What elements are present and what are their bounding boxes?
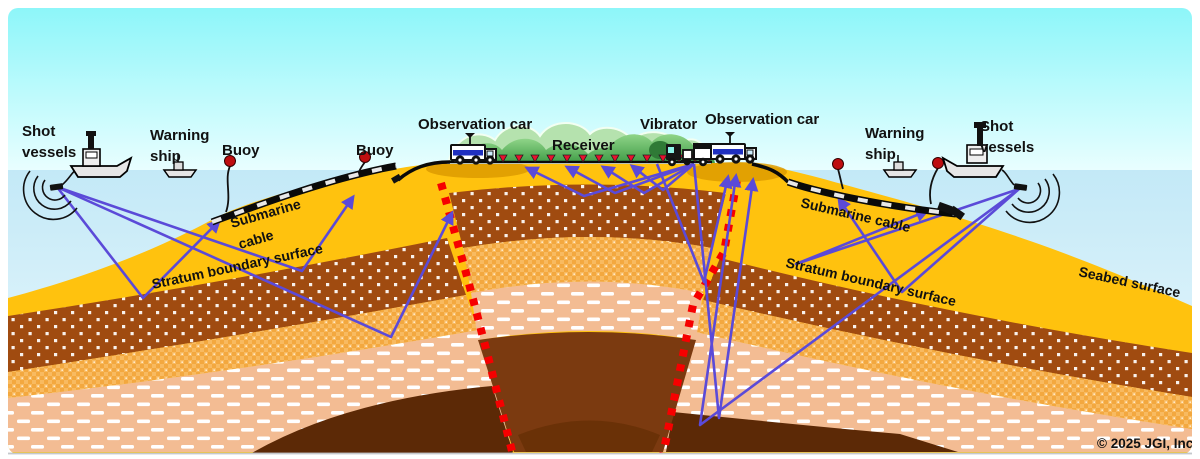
seismic-ray [524, 162, 695, 198]
buoy-icon-right-inner [832, 158, 844, 190]
label-receiver: Receiver [552, 137, 615, 154]
label-shot-vessels-left: Shot [22, 123, 55, 140]
seismic-ray [692, 163, 759, 420]
label-warning-ship-right-2: ship [865, 146, 896, 163]
seismic-ray [837, 188, 1020, 294]
bush-icon [649, 141, 671, 159]
label-observation-car-left: Observation car [418, 116, 532, 133]
buoy-icon-left-inner [358, 151, 371, 173]
seismic-ray [655, 163, 733, 284]
shot-vessel-icon-left [22, 131, 133, 221]
warning-ship-icon-left [162, 155, 198, 178]
label-shot-vessels-right: Shot [980, 118, 1013, 135]
seismic-ray [629, 163, 695, 192]
label-shot-vessels-left-2: vessels [22, 144, 76, 161]
sonar-waves-icon [22, 170, 78, 221]
label-vibrator: Vibrator [640, 116, 697, 133]
seismic-ray [56, 185, 454, 339]
seismic-ray [600, 162, 695, 195]
buoy-icon-right-outer [929, 157, 944, 205]
label-observation-car-right: Observation car [705, 111, 819, 128]
copyright-notice: © 2025 JGI, Inc. [1097, 436, 1197, 451]
towed-source-icon [1013, 183, 1028, 191]
strata-right [663, 258, 1192, 452]
sonar-waves-icon [1005, 173, 1061, 224]
label-buoy-left-inner: Buoy [356, 142, 394, 159]
ship-hull [69, 156, 133, 178]
label-buoy-left-outer: Buoy [222, 142, 260, 159]
bottom-border [8, 452, 1192, 455]
shot-vessel-icon-right [941, 122, 1061, 224]
towed-source-icon [49, 183, 64, 191]
strata-center [449, 184, 726, 452]
ship-hull [941, 156, 1005, 178]
label-shot-vessels-right-2: vessels [980, 139, 1034, 156]
buoy-icon-left-outer [224, 155, 236, 213]
submarine-cable-right-icon [751, 162, 966, 221]
submarine-cable-left-icon [210, 160, 451, 226]
seismic-ray [698, 173, 1020, 427]
warning-ship-icon-right [882, 155, 918, 178]
seismic-ray [564, 162, 695, 195]
seismic-ray [55, 186, 222, 300]
vibrator-icon [666, 143, 712, 167]
ground-shadow-left [426, 160, 530, 178]
label-warning-ship-left-2: ship [150, 148, 181, 165]
label-warning-ship-right: Warning [865, 125, 924, 142]
strata-left [8, 238, 513, 454]
seismic-ray [56, 185, 355, 273]
fault-line-left [437, 181, 517, 454]
label-warning-ship-left: Warning [150, 127, 209, 144]
